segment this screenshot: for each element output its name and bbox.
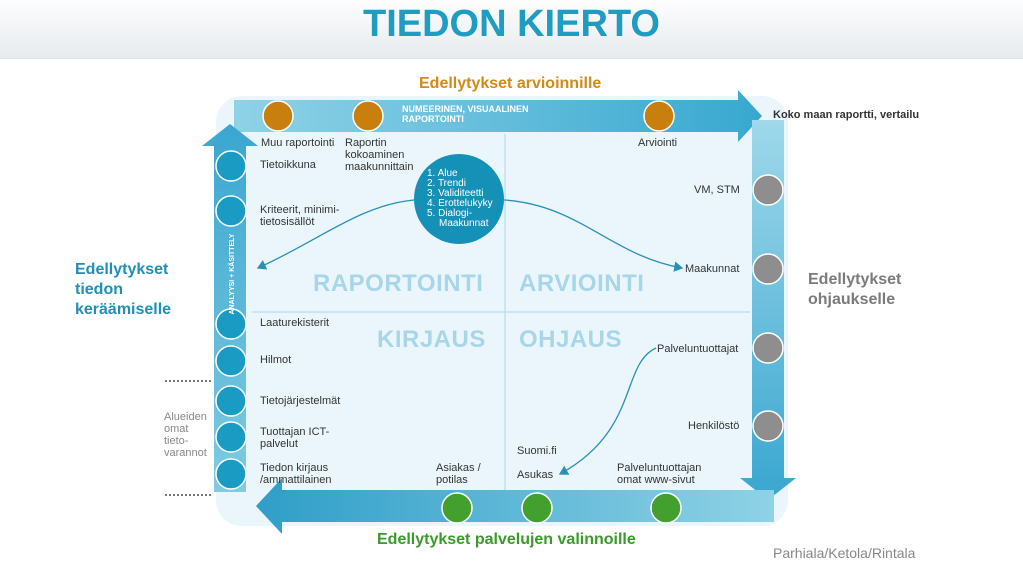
- top-arrow-text: NUMEERINEN, VISUAALINEN RAPORTOINTI: [402, 104, 529, 124]
- label-muu-raportointi: Muu raportointi: [261, 137, 335, 149]
- label-tietoikkuna: Tietoikkuna: [260, 159, 316, 171]
- label-laaturekisterit: Laaturekisterit: [260, 317, 330, 329]
- left-dot-5: [215, 385, 247, 417]
- heading-bottom: Edellytykset palvelujen valinnoille: [377, 531, 636, 548]
- heading-right: Edellytykset ohjaukselle: [808, 271, 902, 308]
- label-henkilosto: Henkilöstö: [688, 420, 740, 432]
- right-dot-1: [752, 174, 784, 206]
- diagram-background: [216, 96, 788, 526]
- quadrant-arviointi: ARVIOINTI: [519, 270, 645, 297]
- left-dot-1: [215, 150, 247, 182]
- left-dot-2: [215, 195, 247, 227]
- header-bar: [0, 0, 1023, 59]
- curve-to-asukas: [558, 347, 657, 475]
- left-dot-7: [215, 458, 247, 490]
- criteria-circle: 1. Alue 2. Trendi 3. Validiteetti 4. Ero…: [414, 154, 504, 244]
- right-arrow: [740, 120, 796, 500]
- quadrant-kirjaus: KIRJAUS: [377, 326, 486, 353]
- quadrant-raportointi: RAPORTOINTI: [313, 270, 484, 297]
- bottom-dot-2: [521, 492, 553, 524]
- page-title: TIEDON KIERTO: [363, 3, 660, 45]
- label-asiakas-potilas: Asiakas / potilas: [436, 462, 481, 486]
- label-kriteerit: Kriteerit, minimi-tietosisällöt: [260, 204, 340, 228]
- label-tiedon-kirjaus: Tiedon kirjaus /ammattilainen: [260, 462, 332, 486]
- right-dot-2: [752, 253, 784, 285]
- label-raportin-kokoaminen: Raportin kokoaminen maakunnittain: [345, 137, 414, 173]
- left-dot-3: [215, 308, 247, 340]
- heading-left: Edellytykset tiedon keräämiselle: [75, 261, 172, 318]
- label-tietojarjestelmat: Tietojärjestelmät: [260, 395, 341, 407]
- left-dot-4: [215, 345, 247, 377]
- label-tuottajan-ict: Tuottajan ICT-palvelut: [260, 426, 330, 450]
- criteria-item: Maakunnat: [439, 218, 489, 229]
- label-arviointi: Arviointi: [638, 137, 678, 149]
- criteria-item: 4. Erottelukyky: [427, 198, 493, 209]
- right-dot-4: [752, 410, 784, 442]
- bottom-dot-1: [441, 492, 473, 524]
- bottom-dot-3: [650, 492, 682, 524]
- label-suomi-fi: Suomi.fi: [517, 445, 557, 457]
- label-vm-stm: VM, STM: [694, 184, 740, 196]
- label-hilmot: Hilmot: [260, 354, 292, 366]
- label-maakunnat: Maakunnat: [685, 263, 740, 275]
- curve-to-right: [503, 199, 684, 272]
- top-arrow-label: NUMEERINEN, VISUAALINEN RAPORTOINTI: [402, 104, 552, 124]
- heading-top: Edellytykset arvioinnille: [419, 75, 602, 92]
- label-palveluntuottajan-www: Palveluntuottajan omat www-sivut: [617, 462, 702, 486]
- curve-to-left: [256, 199, 415, 270]
- criteria-item: 2. Trendi: [427, 178, 466, 189]
- criteria-item: 3. Validiteetti: [427, 188, 484, 199]
- bottom-arrow: [256, 478, 774, 534]
- quadrant-ohjaus: OHJAUS: [519, 326, 623, 353]
- left-arrow-label: ANALYYSI + KÄSITTELY: [229, 233, 236, 315]
- credit-text: Parhiala/Ketola/Rintala: [773, 545, 916, 561]
- criteria-item: 1. Alue: [427, 168, 458, 179]
- criteria-item: 5. Dialogi-: [427, 208, 473, 219]
- top-dot-2: [352, 100, 384, 132]
- label-palveluntuottajat: Palveluntuottajat: [657, 343, 739, 355]
- label-alueiden-varannot: Alueiden omat tieto-varannot: [164, 411, 207, 459]
- label-asukas: Asukas: [517, 469, 554, 481]
- left-dot-6: [215, 421, 247, 453]
- right-dot-3: [752, 332, 784, 364]
- top-right-label: Koko maan raportti, vertailu: [773, 109, 920, 121]
- top-dot-3: [643, 100, 675, 132]
- top-dot-1: [262, 100, 294, 132]
